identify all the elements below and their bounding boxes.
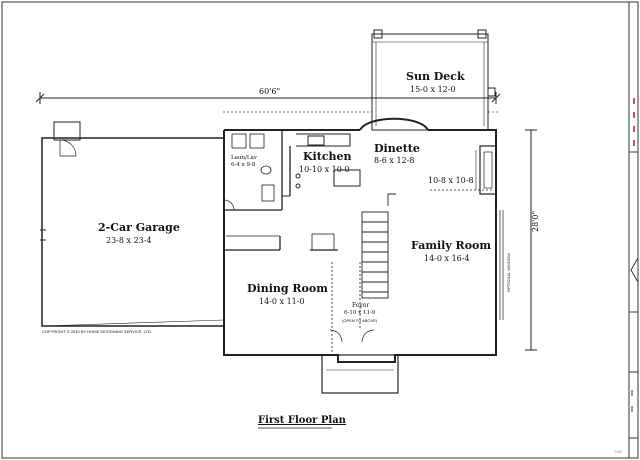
plan-title: First Floor Plan <box>258 415 346 426</box>
laundry-lav-walls <box>223 130 283 211</box>
optional-window-outline <box>499 210 504 320</box>
title-block-mark <box>630 257 639 283</box>
foyer-size: 6-10 x 11-9 <box>344 310 376 316</box>
fireplace <box>475 145 497 195</box>
kitchen-name: Kitchen <box>303 150 352 163</box>
garage-name: 2-Car Garage <box>98 221 180 234</box>
stairs <box>361 193 396 299</box>
interior-walls <box>224 189 494 355</box>
family-room-name: Family Room <box>411 239 492 252</box>
watermark: SIMI <box>614 449 623 454</box>
sun-deck-name: Sun Deck <box>406 70 465 83</box>
house-outline <box>223 117 497 363</box>
overall-width-label: 60'6" <box>259 87 281 96</box>
dinette-name: Dinette <box>374 142 420 155</box>
family-room-size: 14-0 x 16-4 <box>424 254 470 263</box>
laun-lav-size: 6-4 x 9-8 <box>231 162 256 168</box>
kitchen-walls <box>282 133 361 197</box>
overall-width-dimension <box>35 92 501 104</box>
overall-depth-label: 28'0" <box>531 210 540 232</box>
laun-lav-name: Laun/Lav <box>231 155 257 161</box>
foyer-note: (OPEN TO ABOVE) <box>342 318 378 323</box>
sun-deck-size: 15-0 x 12-0 <box>410 85 456 94</box>
front-stoop <box>321 354 399 394</box>
copyright-notice: COPYRIGHT © 2010 BY HOME DESIGNING SERVI… <box>42 329 153 334</box>
dining-room-size: 14-0 x 11-0 <box>259 297 305 306</box>
dinette-size: 8-6 x 12-8 <box>374 156 415 165</box>
garage-size: 23-8 x 23-4 <box>106 236 152 245</box>
kitchen-size: 10-10 x 10-0 <box>299 165 350 174</box>
optional-window-label: OPTIONAL WINDOW <box>506 253 511 292</box>
family-extra-size: 10-8 x 10-8 <box>428 176 474 185</box>
dining-room-name: Dining Room <box>247 282 328 295</box>
foyer-name: Foyer <box>352 302 370 309</box>
overall-depth-dimension <box>525 129 537 351</box>
